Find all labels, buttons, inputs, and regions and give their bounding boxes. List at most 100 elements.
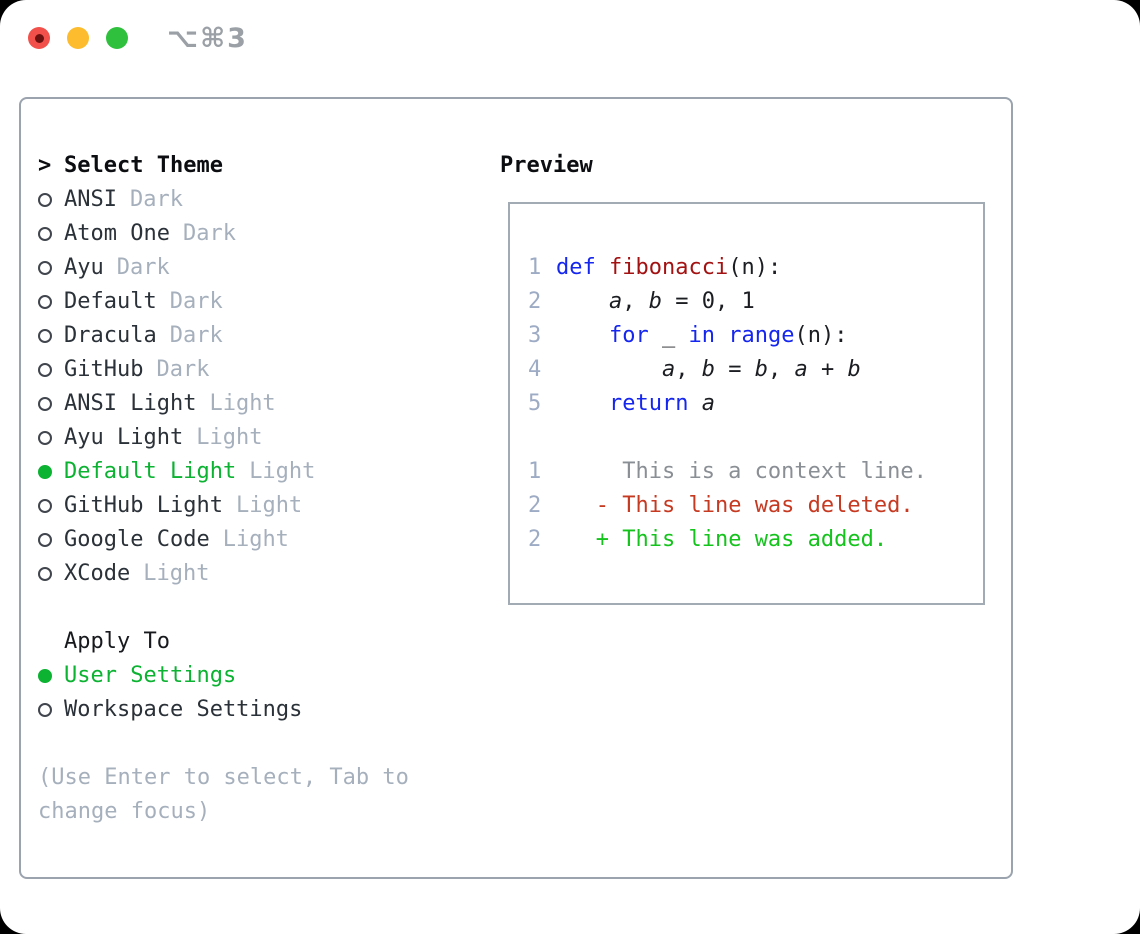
- code-segment: [556, 391, 609, 416]
- apply-to-heading-row: Apply To: [38, 625, 478, 659]
- minimize-button[interactable]: [67, 27, 89, 49]
- apply-option-workspace-settings[interactable]: Workspace Settings: [38, 693, 478, 727]
- theme-variant-tag: Light: [235, 493, 303, 518]
- line-number: 5: [528, 391, 542, 416]
- apply-option-label: Workspace Settings: [64, 697, 303, 722]
- code-segment: def: [556, 255, 609, 280]
- theme-name: GitHub Light: [64, 493, 223, 518]
- code-segment: + This line was added.: [595, 527, 888, 552]
- theme-option-ayu-light-light[interactable]: Ayu Light Light: [38, 421, 478, 455]
- apply-option-label: User Settings: [64, 663, 237, 688]
- preview-line: 4 a, b = b, a + b: [528, 353, 973, 387]
- radio-icon: [38, 533, 52, 547]
- close-button[interactable]: [28, 27, 50, 49]
- code-segment: b: [648, 289, 662, 314]
- theme-option-dracula-dark[interactable]: Dracula Dark: [38, 319, 478, 353]
- code-segment: _: [648, 323, 689, 348]
- theme-name: Google Code: [64, 527, 210, 552]
- theme-variant-tag: Dark: [169, 289, 223, 314]
- theme-name: Ayu Light: [64, 425, 184, 450]
- radio-selected-icon: [38, 669, 52, 683]
- code-segment: b: [701, 357, 715, 382]
- code-segment: b: [754, 357, 768, 382]
- theme-name: Atom One: [64, 221, 170, 246]
- theme-name: ANSI Light: [64, 391, 197, 416]
- theme-name: XCode: [64, 561, 131, 586]
- line-number: 1: [528, 459, 542, 484]
- code-segment: =: [714, 357, 755, 382]
- radio-icon: [38, 567, 52, 581]
- prompt-icon: >: [38, 153, 52, 178]
- theme-option-xcode-light[interactable]: XCode Light: [38, 557, 478, 591]
- line-number: 2: [528, 289, 542, 314]
- code-segment: [556, 289, 609, 314]
- code-segment: ,: [622, 289, 649, 314]
- theme-variant-tag: Light: [143, 561, 210, 586]
- code-segment: [556, 323, 609, 348]
- theme-option-ansi-dark[interactable]: ANSI Dark: [38, 183, 478, 217]
- radio-icon: [38, 261, 52, 275]
- radio-icon: [38, 703, 52, 717]
- close-button-dot-icon: [34, 33, 44, 43]
- preview-heading: Preview: [500, 153, 593, 178]
- code-segment: (n):: [794, 323, 848, 348]
- preview-line: [528, 421, 973, 455]
- radio-selected-icon: [38, 465, 52, 479]
- code-segment: [688, 391, 701, 416]
- theme-option-google-code-light[interactable]: Google Code Light: [38, 523, 478, 557]
- theme-option-ansi-light-light[interactable]: ANSI Light Light: [38, 387, 478, 421]
- line-number: 3: [528, 323, 542, 348]
- theme-variant-tag: Dark: [156, 357, 210, 382]
- theme-variant-tag: Light: [222, 527, 289, 552]
- theme-variant-tag: Dark: [116, 255, 170, 280]
- code-segment: (n):: [728, 255, 782, 280]
- code-segment: a: [661, 357, 676, 382]
- theme-variant-tag: Light: [196, 425, 263, 450]
- code-segment: - This line was deleted.: [595, 493, 914, 518]
- radio-icon: [38, 295, 52, 309]
- theme-option-github-light-light[interactable]: GitHub Light Light: [38, 489, 478, 523]
- apply-to-heading: Apply To: [64, 629, 170, 654]
- theme-variant-tag: Dark: [169, 323, 223, 348]
- radio-icon: [38, 431, 52, 445]
- preview-line: 1 This is a context line.: [528, 455, 973, 489]
- radio-icon: [38, 397, 52, 411]
- apply-option-user-settings[interactable]: User Settings: [38, 659, 478, 693]
- theme-name: ANSI: [64, 187, 117, 212]
- maximize-button[interactable]: [106, 27, 128, 49]
- window-title: ⌥⌘3: [167, 23, 248, 54]
- theme-variant-tag: Dark: [129, 187, 183, 212]
- theme-variant-tag: Light: [209, 391, 276, 416]
- spacer: [38, 727, 478, 761]
- keyboard-hint: (Use Enter to select, Tab to change focu…: [38, 761, 478, 829]
- hint-line-2: change focus): [38, 799, 211, 824]
- theme-name: Default: [64, 289, 157, 314]
- hint-line-1: (Use Enter to select, Tab to: [38, 765, 409, 790]
- code-segment: [715, 323, 728, 348]
- code-segment: b: [847, 357, 861, 382]
- line-number: 2: [528, 527, 542, 552]
- code-segment: fibonacci: [608, 255, 729, 280]
- code-segment: [556, 357, 662, 382]
- theme-name: Dracula: [64, 323, 157, 348]
- code-segment: a: [701, 391, 715, 416]
- theme-name: Default Light: [64, 459, 237, 484]
- preview-line: 3 for _ in range(n):: [528, 319, 973, 353]
- theme-option-default-dark[interactable]: Default Dark: [38, 285, 478, 319]
- select-theme-heading: Select Theme: [64, 153, 223, 178]
- preview-line: 2 + This line was added.: [528, 523, 973, 557]
- code-segment: This is a context line.: [556, 459, 927, 484]
- code-segment: a: [608, 289, 623, 314]
- spacer: [38, 591, 478, 625]
